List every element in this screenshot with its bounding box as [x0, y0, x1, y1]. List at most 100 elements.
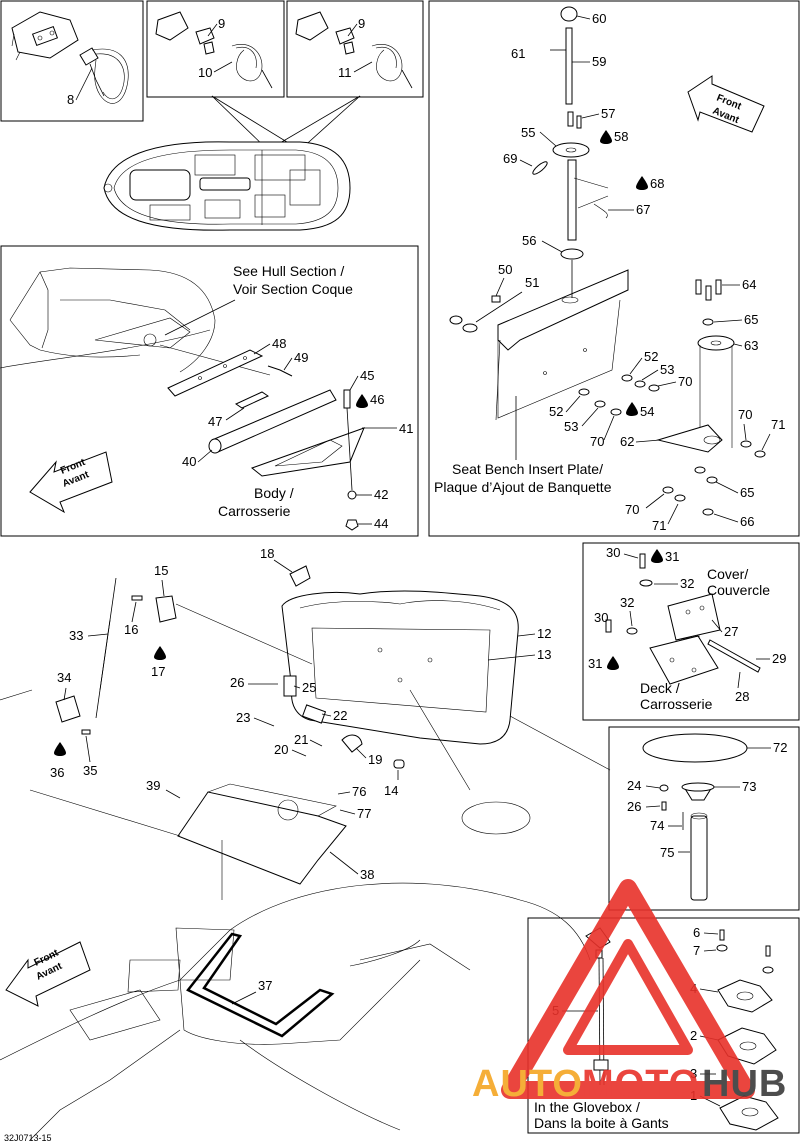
callout-2: 2 [690, 1028, 697, 1043]
callout-46: 46 [370, 392, 384, 407]
callout-68: 68 [650, 176, 664, 191]
callout-40: 40 [182, 454, 196, 469]
callout-35: 35 [83, 763, 97, 778]
label-hull-section-en: See Hull Section / [233, 263, 344, 279]
callout-42: 42 [374, 487, 388, 502]
callout-27: 27 [724, 624, 738, 639]
body-detail [0, 267, 365, 531]
diagram-code: 32J0713-15 [4, 1133, 52, 1143]
callout-47: 47 [208, 414, 222, 429]
automotohub-watermark: AUTO MOTO HUB [472, 879, 787, 1105]
callout-23: 23 [236, 710, 250, 725]
label-deck-fr: Carrosserie [640, 696, 713, 712]
callout-32a: 32 [680, 576, 694, 591]
callout-11: 11 [338, 65, 352, 80]
boat-top-view [103, 95, 361, 231]
label-body-en: Body / [254, 485, 294, 501]
callout-17: 17 [151, 664, 165, 679]
callout-12: 12 [537, 626, 551, 641]
callout-37: 37 [258, 978, 272, 993]
callout-77: 77 [357, 806, 371, 821]
callout-9b: 9 [358, 16, 365, 31]
callout-3: 3 [690, 1066, 697, 1081]
watermark-text-hub: HUB [702, 1063, 787, 1105]
callout-6: 6 [693, 925, 700, 940]
label-cover-en: Cover/ [707, 566, 748, 582]
callout-53b: 53 [564, 419, 578, 434]
callout-62: 62 [620, 434, 634, 449]
callout-45: 45 [360, 368, 374, 383]
callout-55: 55 [521, 125, 535, 140]
sealant-drop-58 [600, 130, 612, 144]
strap-assembly [11, 11, 129, 104]
front-arrow-icon: Front Avant [29, 451, 113, 514]
callout-64: 64 [742, 277, 756, 292]
sealant-drop-17 [154, 646, 166, 660]
callout-25: 25 [302, 680, 316, 695]
callout-71b: 71 [652, 518, 666, 533]
callout-20: 20 [274, 742, 288, 757]
callout-75: 75 [660, 845, 674, 860]
callout-30a: 30 [606, 545, 620, 560]
callout-74: 74 [650, 818, 664, 833]
callout-26b: 26 [627, 799, 641, 814]
detail-box-table [608, 726, 800, 911]
callout-65a: 65 [744, 312, 758, 327]
sealant-drop-68 [636, 176, 648, 190]
detail-box-9-10 [146, 0, 285, 98]
detail-box-8 [0, 0, 144, 122]
callout-69: 69 [503, 151, 517, 166]
label-body-fr: Carrosserie [218, 503, 291, 519]
callout-41: 41 [399, 421, 413, 436]
clip-assembly-10 [155, 11, 273, 89]
callout-8: 8 [67, 92, 74, 107]
detail-box-insert-plate [428, 0, 800, 537]
sealant-drop-36 [54, 742, 66, 756]
callout-19: 19 [368, 752, 382, 767]
callout-70d: 70 [625, 502, 639, 517]
callout-34: 34 [57, 670, 71, 685]
callout-57: 57 [601, 106, 615, 121]
callout-56: 56 [522, 233, 536, 248]
callout-49: 49 [294, 350, 308, 365]
callout-18: 18 [260, 546, 274, 561]
callout-10: 10 [198, 65, 212, 80]
label-insert-plate-fr: Plaque d’Ajout de Banquette [434, 479, 612, 495]
callout-50: 50 [498, 262, 512, 277]
watermark-text-moto: MOTO [582, 1063, 699, 1105]
table-detail [642, 733, 748, 901]
callout-30b: 30 [594, 610, 608, 625]
callout-21: 21 [294, 732, 308, 747]
watermark-text-auto: AUTO [472, 1063, 583, 1105]
sealant-drop-31b [607, 656, 619, 670]
front-arrow-icon-bottom: Front Avant [5, 941, 91, 1007]
label-insert-plate-en: Seat Bench Insert Plate/ [452, 461, 603, 477]
callout-36: 36 [50, 765, 64, 780]
callout-48: 48 [272, 336, 286, 351]
callout-59: 59 [592, 54, 606, 69]
detail-box-cover-deck [582, 542, 800, 721]
callout-66: 66 [740, 514, 754, 529]
callout-60: 60 [592, 11, 606, 26]
sealant-drop-46 [356, 394, 368, 408]
callout-70a: 70 [678, 374, 692, 389]
sealant-drop-54 [626, 402, 638, 416]
callout-70b: 70 [590, 434, 604, 449]
callout-71a: 71 [771, 417, 785, 432]
label-cover-fr: Couvercle [707, 582, 770, 598]
front-arrow-icon-top: Front Avant [687, 75, 765, 133]
callout-52a: 52 [644, 349, 658, 364]
callout-32b: 32 [620, 595, 634, 610]
hinge-detail [605, 553, 761, 685]
callout-26a: 26 [230, 675, 244, 690]
callout-33: 33 [69, 628, 83, 643]
callout-63: 63 [744, 338, 758, 353]
detail-box-9-11 [286, 0, 424, 98]
callout-14: 14 [384, 783, 398, 798]
callout-39: 39 [146, 778, 160, 793]
callout-72: 72 [773, 740, 787, 755]
callout-58: 58 [614, 129, 628, 144]
callout-76: 76 [352, 784, 366, 799]
